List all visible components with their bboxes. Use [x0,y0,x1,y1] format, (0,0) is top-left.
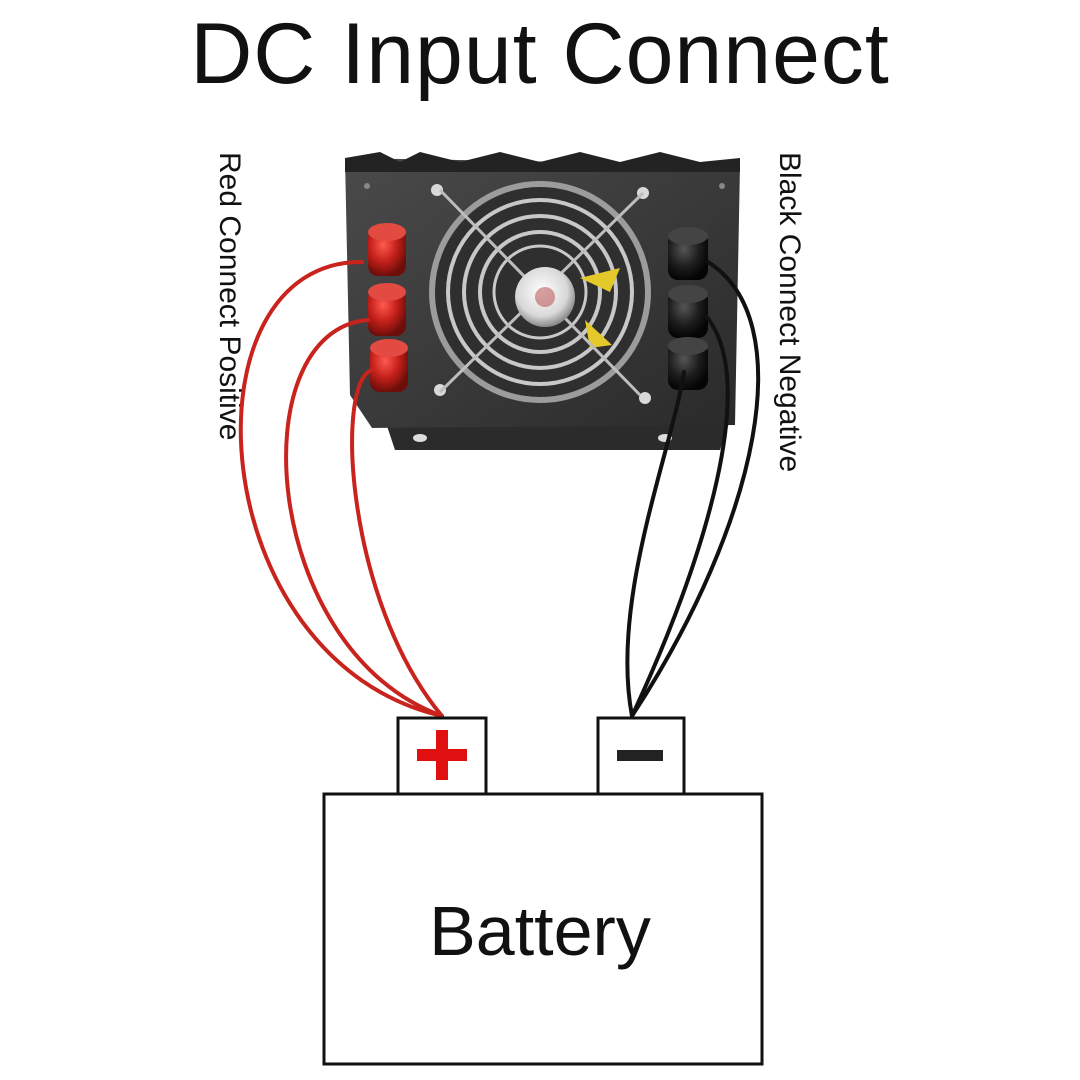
cooling-fan-icon [429,181,651,403]
minus-symbol [617,750,663,761]
negative-label: Black Connect Negative [773,152,806,472]
battery-label: Battery [429,892,651,970]
red-terminal-icon [368,223,408,392]
battery-icon [322,716,764,1066]
plus-symbol [417,730,467,780]
negative-wires [625,260,761,718]
black-terminal-icon [668,227,708,390]
positive-wires [238,259,444,718]
page-title: DC Input Connect [190,6,890,102]
positive-label: Red Connect Positive [213,152,246,441]
